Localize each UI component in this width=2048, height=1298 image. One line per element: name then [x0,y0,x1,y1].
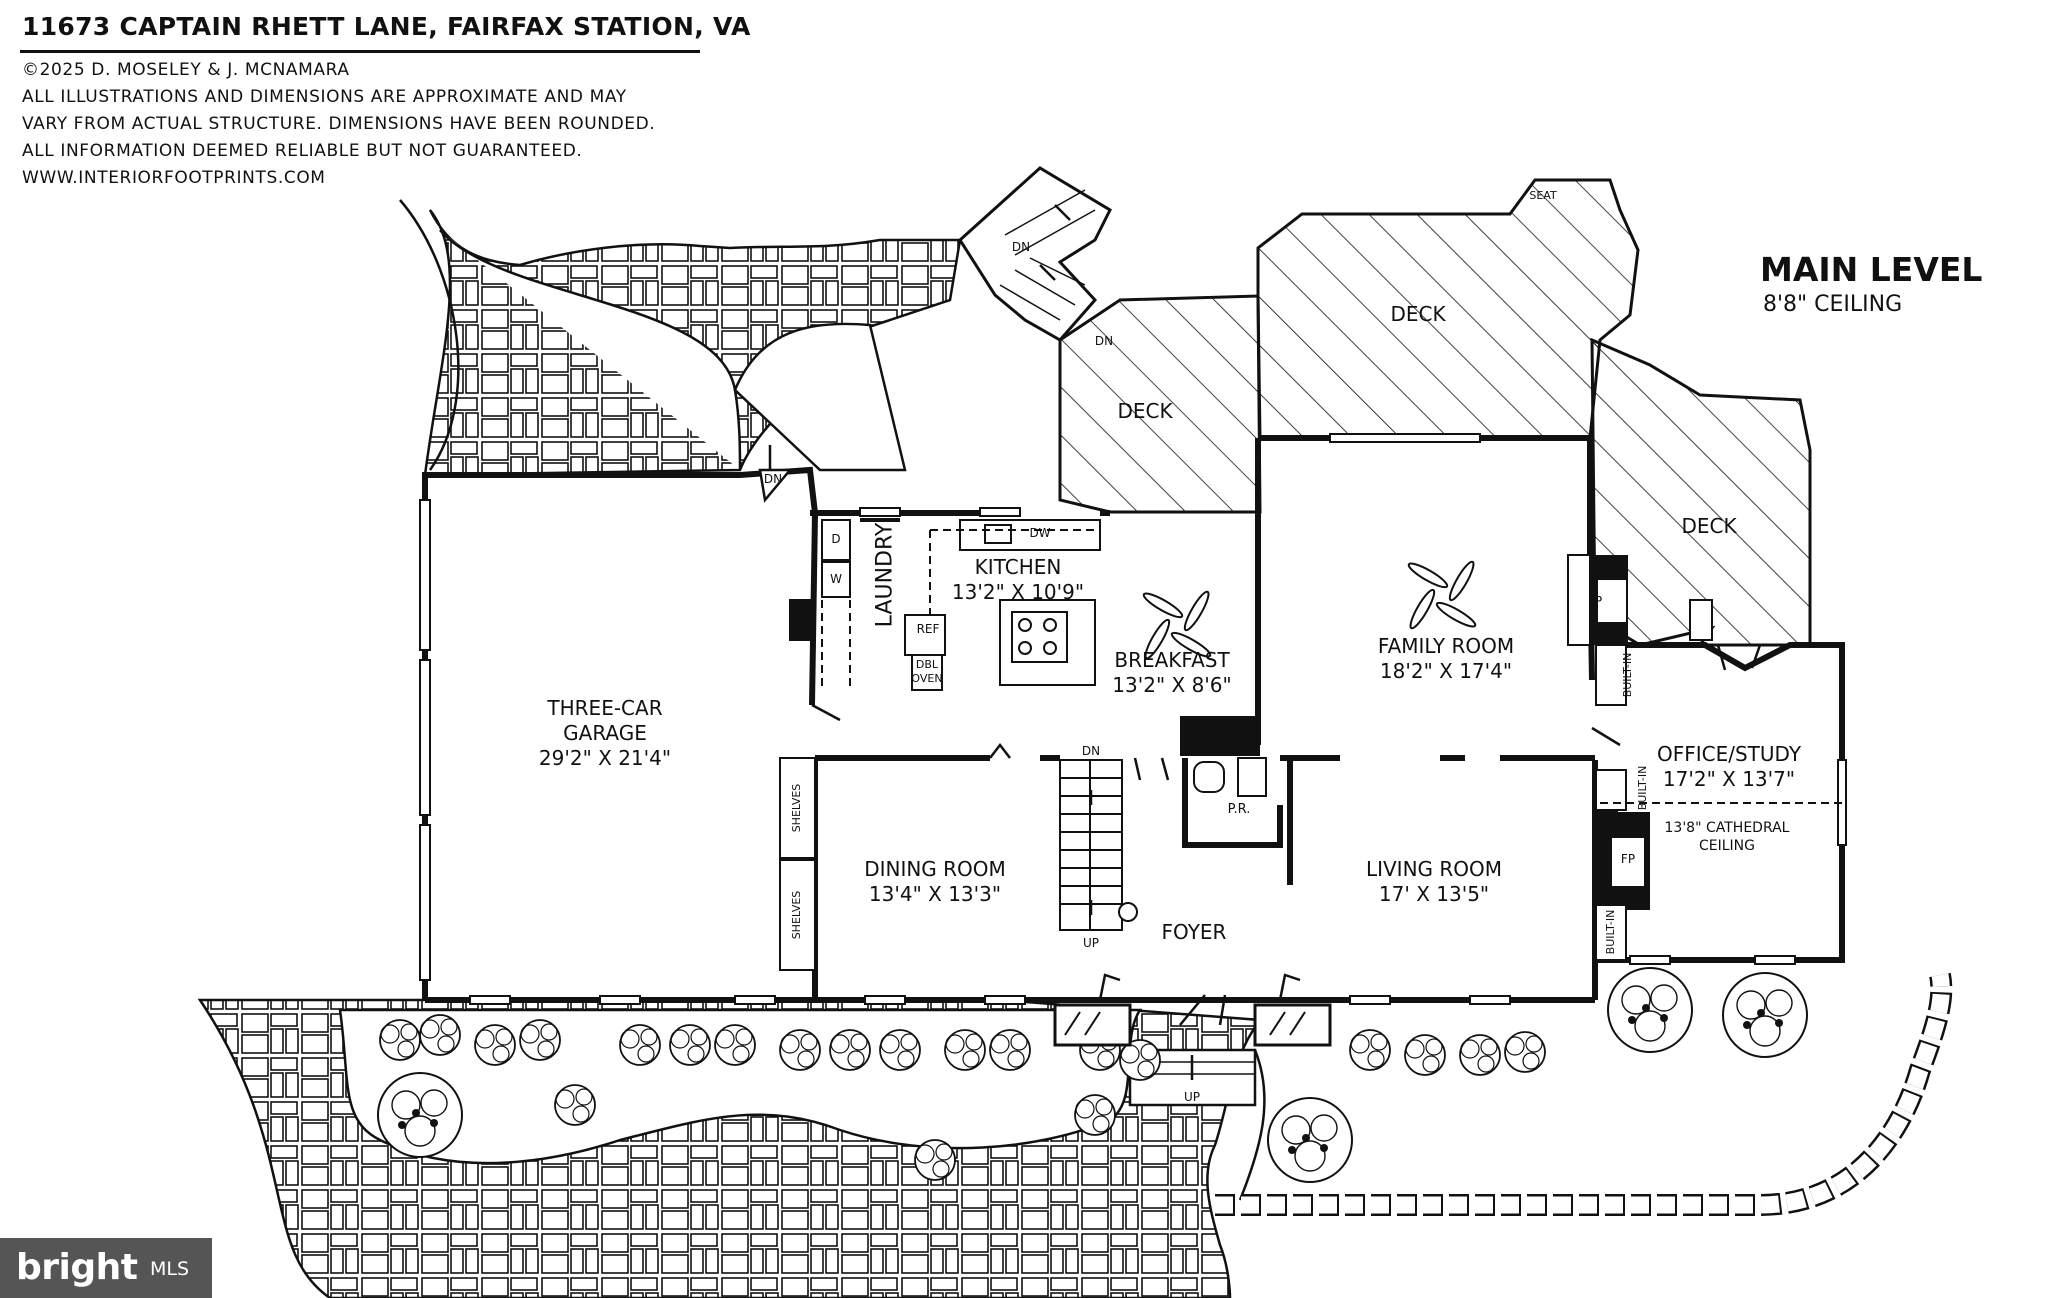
level-title: MAIN LEVEL [1760,250,1983,289]
dryer-label: D [831,532,841,546]
garage-dims: 29'2" X 21'4" [538,746,672,770]
office-fireplace-label: FP [1620,852,1636,866]
kitchen-dims: 13'2" X 10'9" [951,580,1085,604]
deck-label-right: DECK [1681,514,1737,538]
office-label: OFFICE/STUDY 17'2" X 13'7" [1657,742,1801,792]
breakfast-name: BREAKFAST [1114,648,1230,672]
curved-walkway-pavers [1215,972,1953,1216]
logo-mls: MLS [150,1258,190,1280]
windows [419,433,1847,1005]
living-room-label: LIVING ROOM 17' X 13'5" [1366,857,1502,907]
header-rule [20,50,700,53]
logo-word: bright [16,1247,138,1288]
up-label-entry: UP [1183,1090,1201,1104]
property-address: 11673 CAPTAIN RHETT LANE, FAIRFAX STATIO… [22,12,751,41]
kitchen-label: KITCHEN 13'2" X 10'9" [952,555,1084,605]
copyright-notice: ©2025 D. MOSELEY & J. MCNAMARA [22,60,350,80]
powder-room-label: P.R. [1227,802,1251,817]
exterior-stair-top [958,166,1112,342]
built-in-label-1: BUILT-IN [1621,652,1635,698]
double-oven-line-1: DBL [915,658,939,671]
living-room-name: LIVING ROOM [1365,857,1503,881]
level-ceiling: 8'8" CEILING [1763,292,1903,317]
mls-logo: bright MLS [0,1238,212,1298]
garage-name-2: GARAGE [563,721,647,745]
family-fireplace-label: FP [1587,594,1603,608]
double-oven-label: DBL OVEN [911,658,942,686]
living-room-dims: 17' X 13'5" [1378,882,1490,906]
shelves-label-2: SHELVES [790,890,804,940]
disclaimer-line-1: ALL ILLUSTRATIONS AND DIMENSIONS ARE APP… [22,87,627,107]
dn-label-garage: DN [763,472,783,486]
garage-name-1: THREE-CAR [547,696,663,720]
breakfast-label: BREAKFAST 13'2" X 8'6" [1112,648,1231,698]
kitchen-laundry-details [789,518,1101,691]
front-entry-stairs [1053,1003,1332,1047]
office-note-2: CEILING [1699,837,1755,854]
ceiling-fans [1142,560,1477,660]
interior-stair [1059,759,1138,931]
dn-label-top-stair: DN [1011,240,1031,254]
refrigerator-label: REF [916,622,940,636]
family-room-label: FAMILY ROOM 18'2" X 17'4" [1378,634,1514,684]
disclaimer-line-3: ALL INFORMATION DEEMED RELIABLE BUT NOT … [22,141,583,161]
garage-label: THREE-CAR GARAGE 29'2" X 21'4" [539,696,671,771]
breakfast-dims: 13'2" X 8'6" [1112,673,1232,697]
deck-label-left: DECK [1117,399,1173,423]
rear-stone-patio [399,199,962,477]
foyer-label: FOYER [1161,920,1227,944]
built-in-label-3-a: BUILT- [1604,921,1618,955]
stair-arrows [768,204,1194,1080]
website-link[interactable]: WWW.INTERIORFOOTPRINTS.COM [22,168,326,188]
dn-label-deck: DN [1094,334,1114,348]
family-room-dims: 18'2" X 17'4" [1379,659,1513,683]
dining-room-dims: 13'4" X 13'3" [868,882,1002,906]
deck-label-center: DECK [1390,302,1446,326]
dining-room-name: DINING ROOM [864,857,1006,881]
fireplaces [1180,554,1650,911]
deck-seat-label: SEAT [1529,189,1557,202]
built-in-label-3: BUILT-IN [1604,910,1618,955]
office-ceiling-note: 13'8" CATHEDRAL CEILING [1665,820,1790,855]
dining-room-label: DINING ROOM 13'4" X 13'3" [864,857,1006,907]
dn-label-interior: DN [1081,744,1101,758]
kitchen-name: KITCHEN [974,555,1062,579]
office-name: OFFICE/STUDY [1656,742,1802,766]
built-ins [1595,644,1842,961]
office-dims: 17'2" X 13'7" [1662,767,1796,791]
shelves [779,757,816,971]
door-swings [758,468,1762,1026]
family-room-name: FAMILY ROOM [1377,634,1515,658]
up-label-interior: UP [1082,936,1100,950]
washer-label: W [830,572,842,586]
dishwasher-label: DW [1029,526,1051,540]
laundry-label: LAUNDRY [872,522,898,628]
built-in-label-2: BUILT-IN [1636,765,1650,811]
disclaimer-line-2: VARY FROM ACTUAL STRUCTURE. DIMENSIONS H… [22,114,656,134]
shelves-label-1: SHELVES [790,783,804,833]
double-oven-line-2: OVEN [911,671,943,685]
office-note-1: 13'8" CATHEDRAL [1664,820,1790,836]
built-in-label-3-b: IN [1604,909,1618,922]
